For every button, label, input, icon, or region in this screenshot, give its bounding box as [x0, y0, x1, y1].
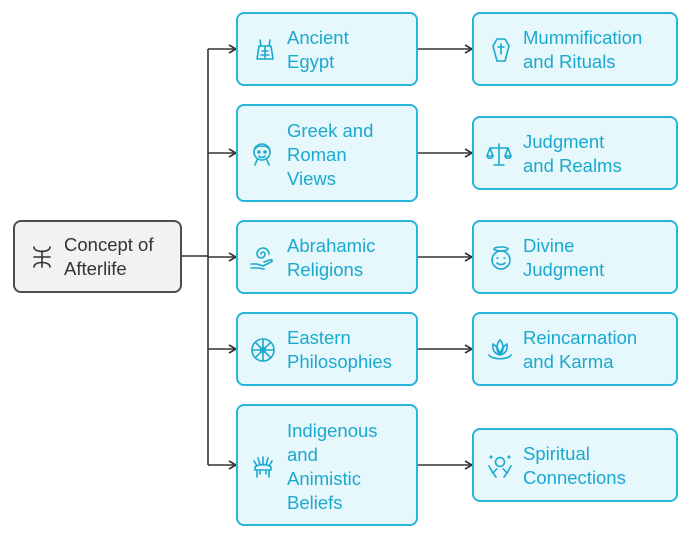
hand-spiral-icon	[250, 247, 273, 270]
leaf-label: Judgment and Realms	[523, 131, 622, 176]
branch-greek-roman: Greek and Roman Views	[236, 104, 418, 202]
branch-label: Eastern Philosophies	[287, 327, 392, 372]
leaf-label: Spiritual Connections	[523, 443, 626, 488]
dharma-wheel-icon	[251, 338, 275, 362]
branch-label: Abrahamic Religions	[287, 235, 376, 280]
greek-bust-icon	[253, 143, 271, 166]
branch-ancient-egypt: Ancient Egypt	[236, 12, 418, 86]
coffin-icon	[492, 38, 510, 62]
leaf-divine-judgment: Divine Judgment	[472, 220, 678, 294]
branch-label: Indigenous and Animistic Beliefs	[287, 420, 378, 513]
branch-label: Ancient Egypt	[287, 27, 349, 72]
feather-headdress-icon	[253, 456, 273, 478]
root-label: Concept of Afterlife	[64, 234, 154, 279]
spiritual-hands-icon	[488, 455, 512, 478]
leaf-mummification: Mummification and Rituals	[472, 12, 678, 86]
afterlife-symbol-icon	[33, 246, 51, 268]
leaf-label: Reincarnation and Karma	[523, 327, 638, 372]
branch-eastern: Eastern Philosophies	[236, 312, 418, 386]
root-node: Concept of Afterlife	[13, 220, 182, 293]
angel-halo-icon	[491, 246, 511, 270]
egyptian-headdress-icon	[256, 39, 274, 60]
leaf-label: Mummification and Rituals	[523, 27, 643, 72]
lotus-icon	[488, 339, 512, 360]
leaf-reincarnation: Reincarnation and Karma	[472, 312, 678, 386]
branch-abrahamic: Abrahamic Religions	[236, 220, 418, 294]
leaf-spiritual: Spiritual Connections	[472, 428, 678, 502]
leaf-judgment-realms: Judgment and Realms	[472, 116, 678, 190]
leaf-label: Divine Judgment	[523, 235, 605, 280]
branch-indigenous: Indigenous and Animistic Beliefs	[236, 404, 418, 526]
branch-label: Greek and Roman Views	[287, 120, 374, 189]
scales-icon	[486, 143, 512, 166]
